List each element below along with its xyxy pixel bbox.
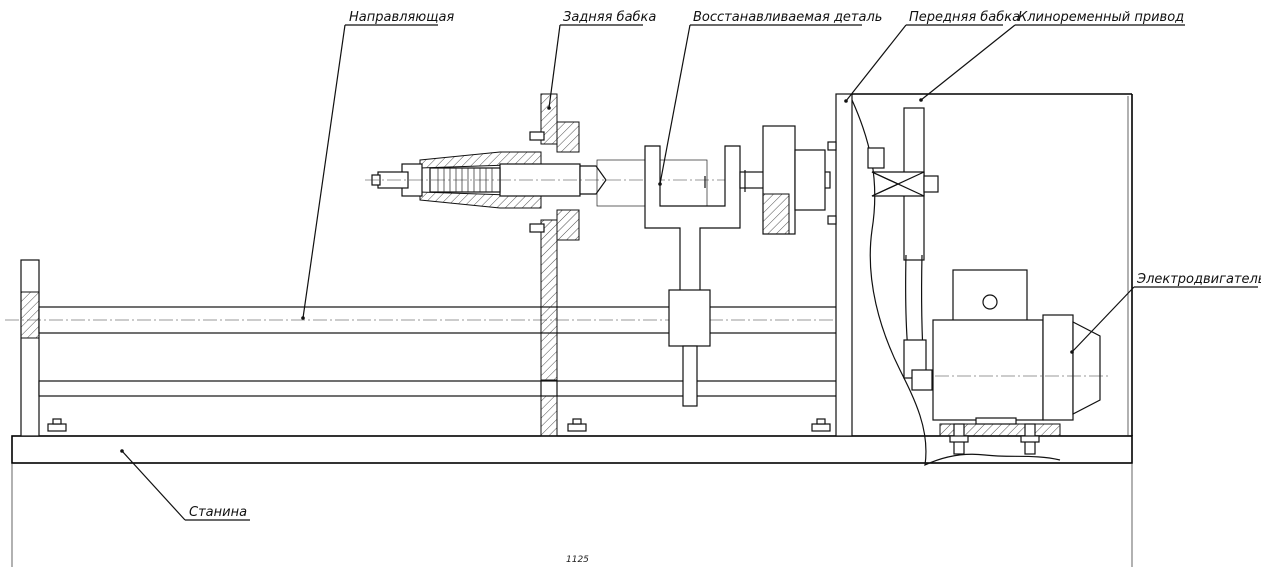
label-vbelt-drive-text: Клиноременный привод [1018, 10, 1184, 25]
dimension-length: 1125 [566, 555, 589, 565]
label-guide: Направляющая [301, 10, 454, 320]
motor-bolt-left [949, 423, 969, 455]
label-tailstock: Задняя бабка [547, 10, 656, 110]
label-guide-text: Направляющая [349, 10, 454, 25]
label-headstock-text: Передняя бабка [909, 10, 1020, 25]
label-vbelt-drive: Клиноременный привод [919, 10, 1185, 102]
motor-bolt-right [1020, 423, 1040, 455]
guide-bolt-right [811, 418, 831, 432]
label-frame: Станина [120, 449, 250, 521]
electric-motor [932, 269, 1108, 455]
vbelt-drive [871, 107, 939, 391]
label-motor-text: Электродвигатель [1136, 272, 1261, 287]
label-workpiece: Восстанавливаемая деталь [658, 10, 882, 186]
guide-bolt-center [567, 418, 587, 432]
frame-base [11, 435, 1133, 567]
workpiece [596, 125, 831, 407]
label-frame-text: Станина [189, 505, 247, 520]
label-motor: Электродвигатель [1070, 272, 1261, 354]
label-workpiece-text: Восстанавливаемая деталь [693, 10, 882, 25]
guide-rail [5, 259, 845, 437]
label-tailstock-text: Задняя бабка [563, 10, 656, 25]
headstock [827, 93, 1133, 467]
label-headstock: Передняя бабка [844, 10, 1020, 103]
guide-bolt-left [47, 418, 67, 432]
tailstock [365, 93, 830, 437]
